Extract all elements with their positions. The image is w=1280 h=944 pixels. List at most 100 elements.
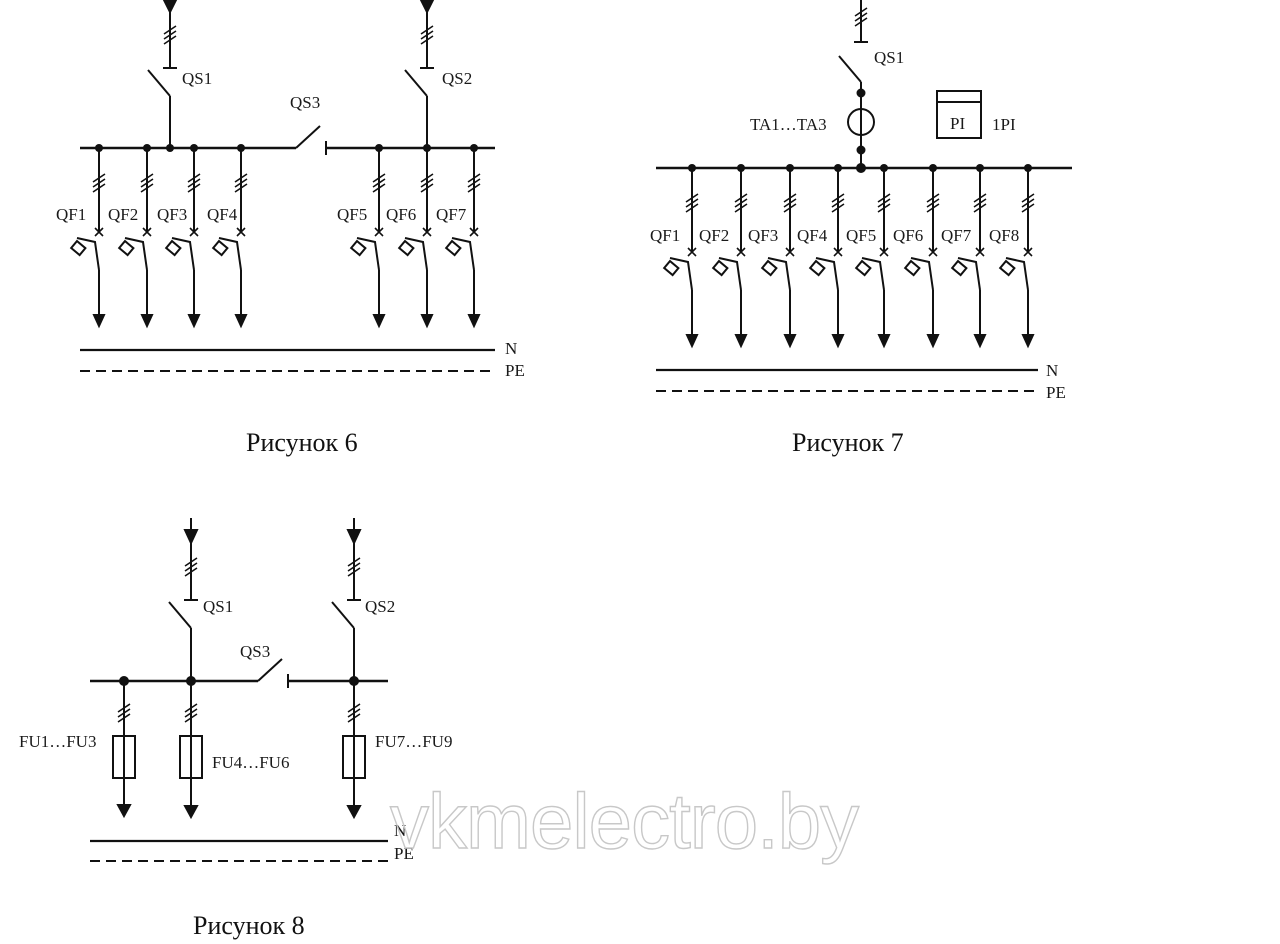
- junction-dot: [190, 144, 198, 152]
- breaker-blade: [815, 257, 839, 291]
- outgoing-arrow: [831, 334, 845, 349]
- junction-dot: [856, 163, 866, 173]
- outgoing-arrow: [685, 334, 699, 349]
- breaker-contact-x: [142, 227, 152, 237]
- outgoing-arrow: [346, 805, 362, 820]
- outgoing-arrow: [234, 314, 248, 329]
- junction-dot: [786, 164, 794, 172]
- breaker-release-icon: [662, 259, 680, 277]
- fig6-qf1-label: QF1: [56, 205, 86, 224]
- breaker-feeder: [349, 144, 386, 329]
- breaker-release-icon: [711, 259, 729, 277]
- outgoing-arrow: [140, 314, 154, 329]
- junction-dot: [166, 144, 174, 152]
- breaker-contact-x: [928, 247, 938, 257]
- fig7-n-label: N: [1046, 361, 1058, 380]
- junction-dot: [834, 164, 842, 172]
- triple-slash-mark: [685, 193, 699, 213]
- fig6-qf5-label: QF5: [337, 205, 367, 224]
- fig7-qf3-label: QF3: [748, 226, 778, 245]
- junction-dot: [976, 164, 984, 172]
- triple-slash-mark: [854, 7, 868, 27]
- fig8-qs1-label: QS1: [203, 597, 233, 616]
- breaker-blade: [404, 237, 428, 271]
- fig8-pe-label: PE: [394, 844, 414, 863]
- breaker-contact-x: [1023, 247, 1033, 257]
- junction-dot: [237, 144, 245, 152]
- outgoing-arrow: [420, 314, 434, 329]
- qs1-blade: [168, 601, 192, 629]
- junction-dot: [119, 676, 129, 686]
- junction-dot: [880, 164, 888, 172]
- breaker-blade: [218, 237, 242, 271]
- fig7-meter-label: 1PI: [992, 115, 1016, 134]
- figure-6-caption: Рисунок 6: [246, 428, 358, 457]
- qs1-blade: [838, 55, 862, 83]
- triple-slash-mark: [234, 173, 248, 193]
- breaker-feeder: [998, 164, 1035, 349]
- qs3-blade: [257, 658, 283, 682]
- figure-7-caption: Рисунок 7: [792, 428, 904, 457]
- breaker-blade: [767, 257, 791, 291]
- fig7-meter-symbol: PI: [950, 114, 965, 133]
- figure-6-feeders: [69, 144, 481, 329]
- breaker-feeder: [211, 144, 248, 329]
- junction-dot: [929, 164, 937, 172]
- triple-slash-mark: [372, 173, 386, 193]
- breaker-release-icon: [444, 239, 462, 257]
- figure-7: [656, 0, 1072, 392]
- fig6-qf7-label: QF7: [436, 205, 467, 224]
- fig7-pe-label: PE: [1046, 383, 1066, 402]
- breaker-release-icon: [854, 259, 872, 277]
- breaker-blade: [1005, 257, 1029, 291]
- breaker-contact-x: [736, 247, 746, 257]
- fig6-qs2-label: QS2: [442, 69, 472, 88]
- outgoing-arrow: [187, 314, 201, 329]
- breaker-release-icon: [808, 259, 826, 277]
- incoming-arrow-2: [419, 0, 435, 15]
- triple-slash-mark: [163, 25, 177, 45]
- outgoing-arrow: [734, 334, 748, 349]
- outgoing-arrow: [926, 334, 940, 349]
- fig7-qs1-label: QS1: [874, 48, 904, 67]
- breaker-release-icon: [211, 239, 229, 257]
- fig6-qf2-label: QF2: [108, 205, 138, 224]
- breaker-release-icon: [69, 239, 87, 257]
- triple-slash-mark: [877, 193, 891, 213]
- fig6-qs3-label: QS3: [290, 93, 320, 112]
- breaker-release-icon: [760, 259, 778, 277]
- breaker-feeder: [950, 164, 987, 349]
- fig8-qs2-label: QS2: [365, 597, 395, 616]
- breaker-feeder: [854, 164, 891, 349]
- outgoing-arrow: [183, 805, 199, 820]
- breaker-blade: [861, 257, 885, 291]
- breaker-blade: [910, 257, 934, 291]
- breaker-blade: [957, 257, 981, 291]
- breaker-contact-x: [374, 227, 384, 237]
- triple-slash-mark: [1021, 193, 1035, 213]
- figure-8: [90, 518, 388, 862]
- breaker-contact-x: [833, 247, 843, 257]
- junction-dot: [423, 144, 431, 152]
- fig7-qf2-label: QF2: [699, 226, 729, 245]
- incoming-arrow-1: [183, 529, 199, 546]
- junction-dot: [186, 676, 196, 686]
- triple-slash-mark: [184, 557, 198, 577]
- incoming-arrow-2: [346, 529, 362, 546]
- triple-slash-mark: [420, 25, 434, 45]
- breaker-contact-x: [785, 247, 795, 257]
- breaker-blade: [124, 237, 148, 271]
- outgoing-arrow: [1021, 334, 1035, 349]
- breaker-release-icon: [349, 239, 367, 257]
- breaker-feeder: [397, 144, 434, 329]
- fig6-qs1-label: QS1: [182, 69, 212, 88]
- breaker-release-icon: [164, 239, 182, 257]
- breaker-blade: [76, 237, 100, 271]
- fig7-qf4-label: QF4: [797, 226, 828, 245]
- qs1-blade: [147, 69, 171, 97]
- fig8-fu1-label: FU1…FU3: [19, 732, 96, 751]
- outgoing-arrow: [116, 804, 132, 819]
- qs2-blade: [404, 69, 428, 97]
- fig8-fu4-label: FU4…FU6: [212, 753, 289, 772]
